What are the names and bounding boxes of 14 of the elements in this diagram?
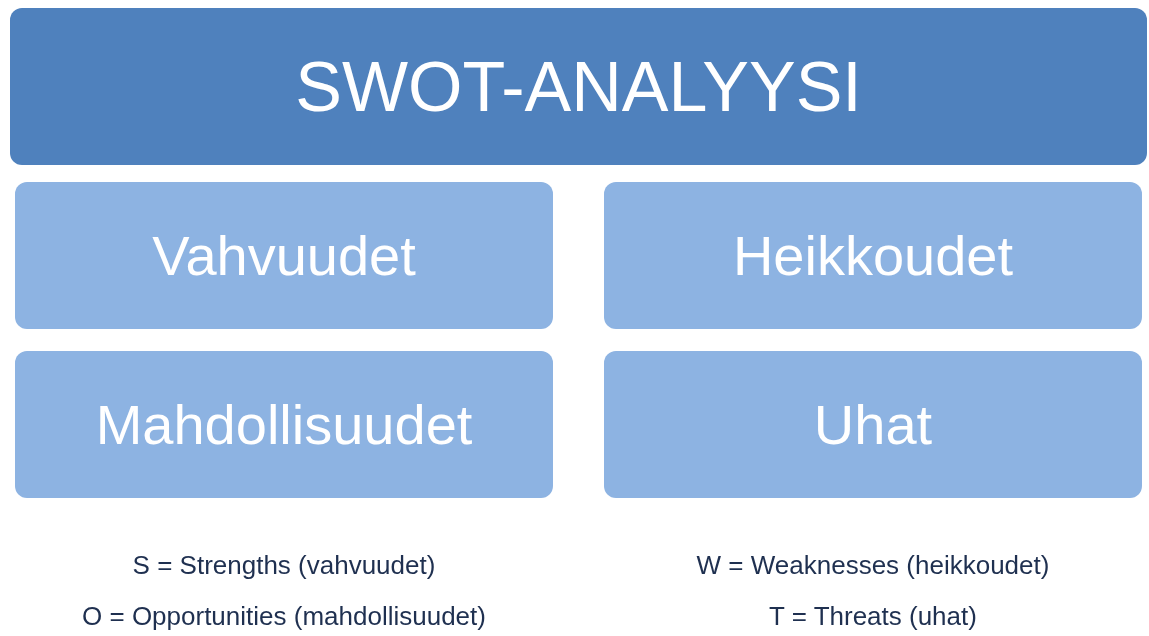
category-box [604,351,1142,498]
category-title: Vahvuudet [152,223,416,288]
definition-note: T = Threats (uhat) [769,601,977,632]
category-title: Mahdollisuudet [95,392,473,457]
definition-note: W = Weaknesses (heikkoudet) [696,550,1050,581]
definition-note: O = Opportunities (mahdollisuudet) [82,601,486,632]
category-box [15,182,553,329]
category-box [15,351,553,498]
header-band [10,8,1147,165]
category-box [604,182,1142,329]
definition-note: S = Strengths (vahvuudet) [132,550,436,581]
heading-text: SWOT-ANALYYSI [295,46,862,127]
category-title: Heikkoudet [732,223,1014,288]
category-title: Uhat [813,392,933,457]
